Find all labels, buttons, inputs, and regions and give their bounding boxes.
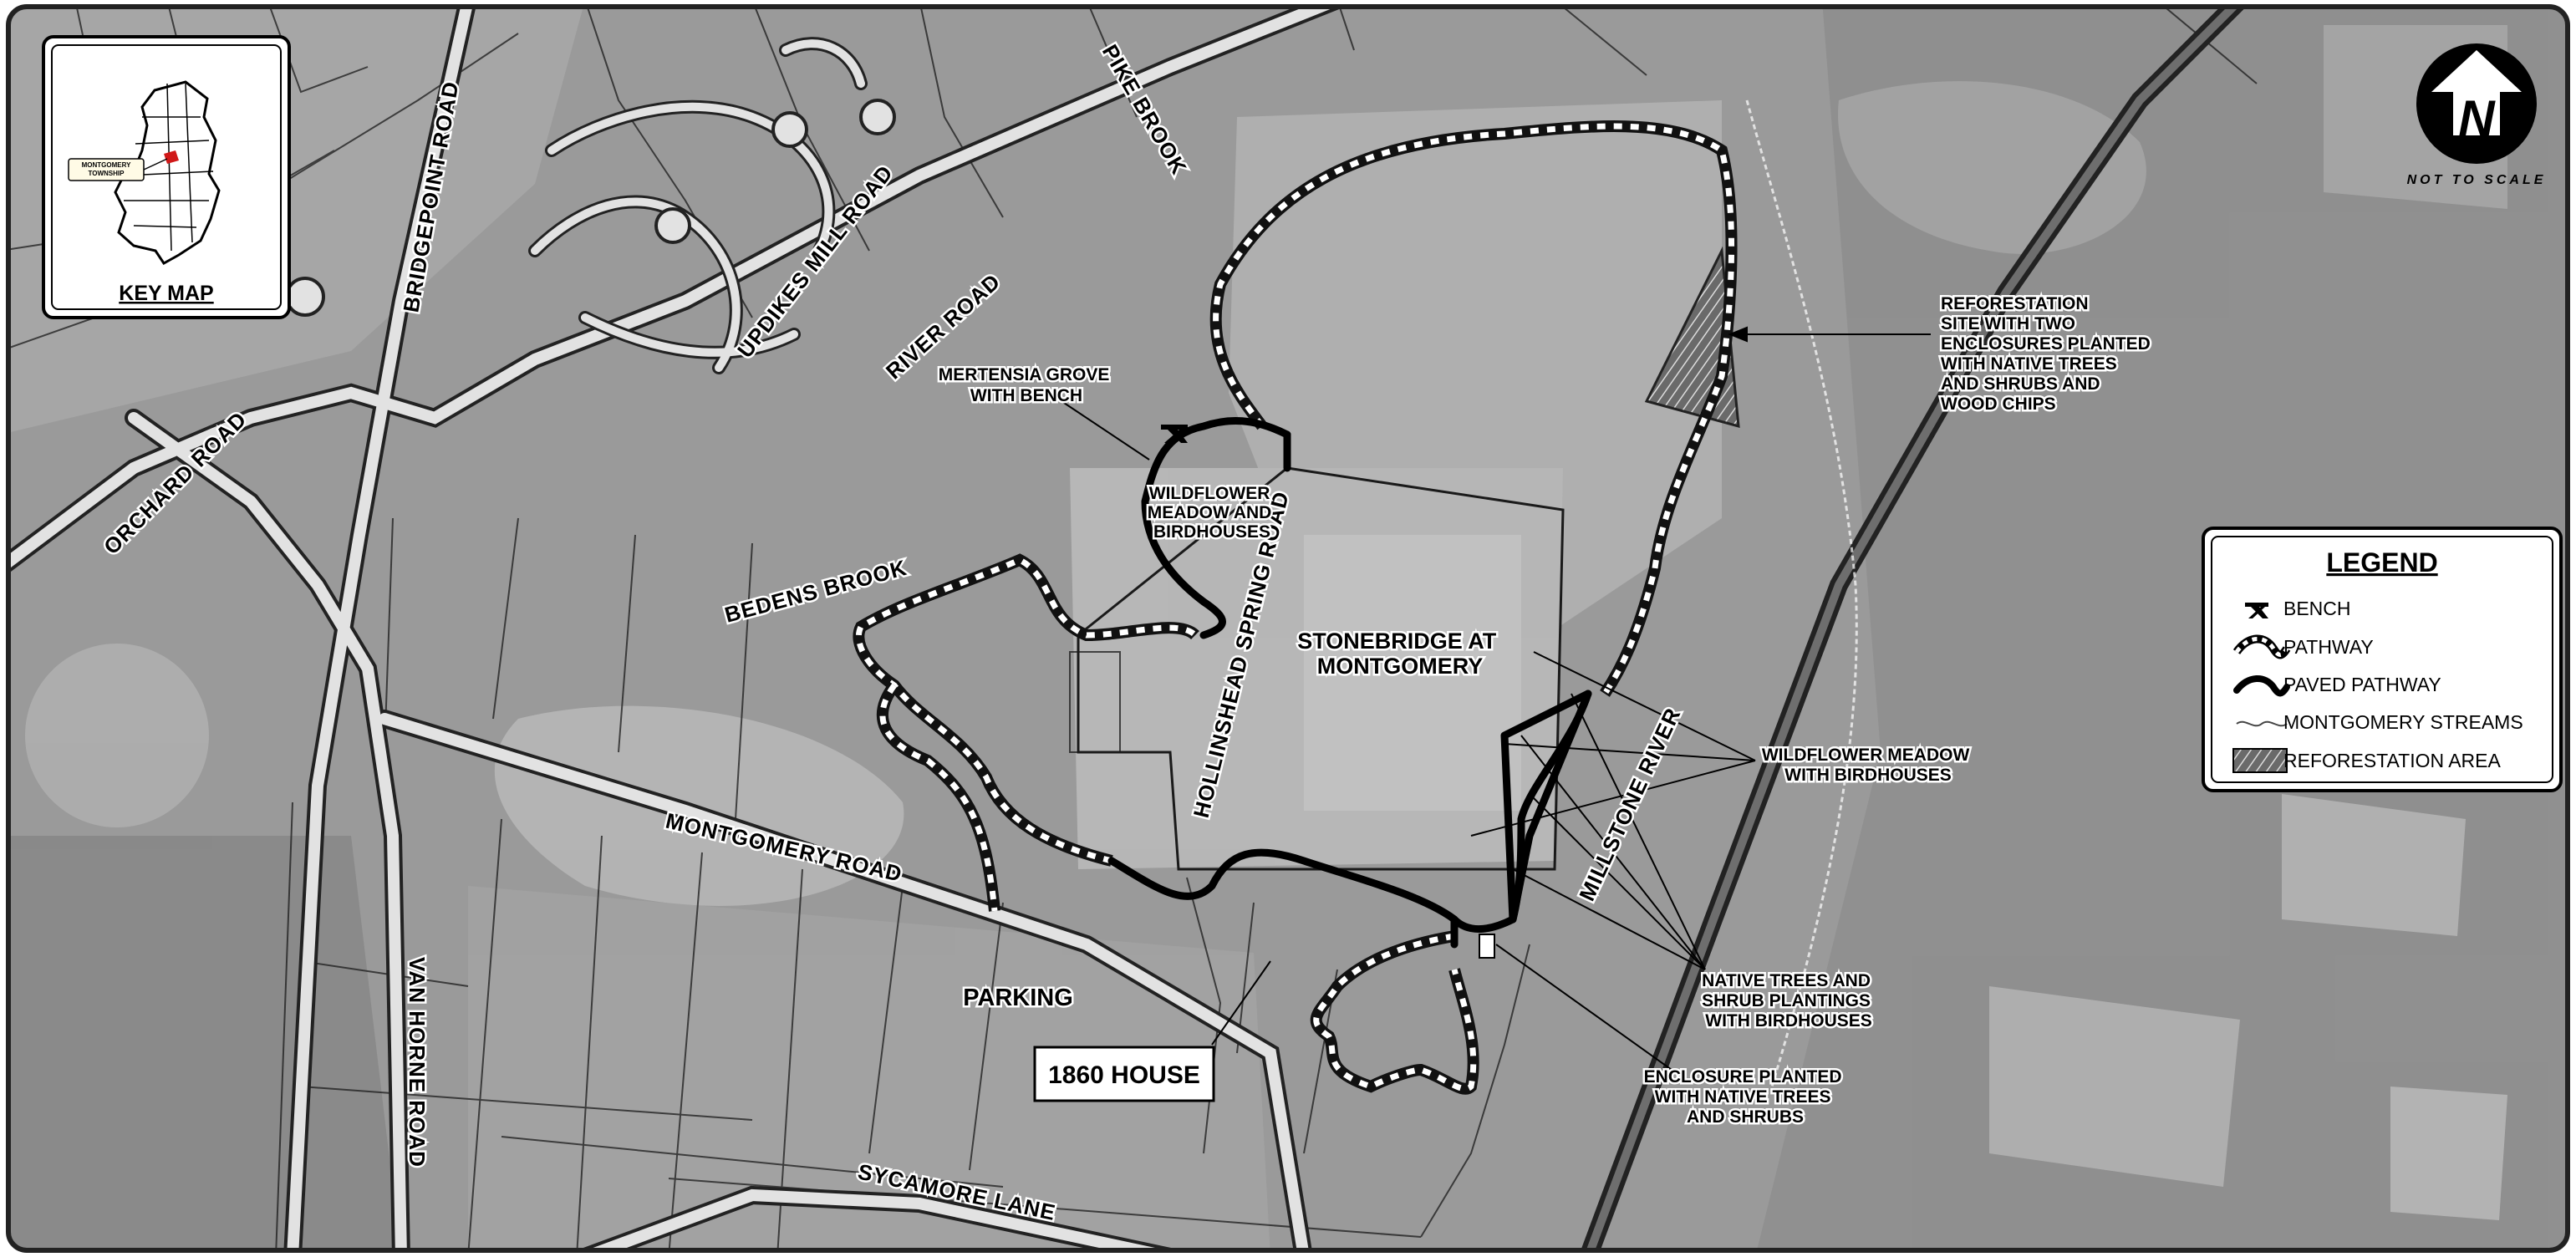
bench-icon <box>2245 603 2268 618</box>
annotation-mertensia: MERTENSIA GROVE WITH BENCH <box>939 365 1114 405</box>
svg-text:1860 HOUSE: 1860 HOUSE <box>1048 1061 1200 1089</box>
bench-marker <box>1161 425 1188 443</box>
label-van-horne-road: VAN HORNE ROAD <box>405 957 430 1168</box>
annotation-native-trees: NATIVE TREES AND SHRUB PLANTINGS WITH BI… <box>1702 971 1876 1031</box>
house-marker <box>1479 934 1495 959</box>
house-1860-label: 1860 HOUSE <box>1033 1046 1215 1102</box>
legend-item-label: REFORESTATION AREA <box>2283 750 2502 771</box>
map-frame <box>6 4 2570 1253</box>
legend-item-label: PATHWAY <box>2283 636 2374 658</box>
stonebridge-complex <box>1077 466 1565 871</box>
building <box>1304 535 1521 811</box>
annotation-stonebridge: STONEBRIDGE AT MONTGOMERY <box>1297 628 1503 679</box>
not-to-scale-note: NOT TO SCALE <box>2407 173 2547 187</box>
annotation-reforestation: REFORESTATION SITE WITH TWO ENCLOSURES P… <box>1941 294 2156 414</box>
unpaved-pathway <box>853 120 1738 1095</box>
stream-icon <box>2236 720 2288 727</box>
key-map-title: KEY MAP <box>119 282 213 305</box>
annotation-wildflower-meadow-2: WILDFLOWER MEADOW WITH BIRDHOUSES <box>1762 746 1974 785</box>
roads <box>8 7 2249 1250</box>
north-arrow-letter: N <box>2458 90 2496 146</box>
legend: LEGEND BENCH PATHWAY PAVED PATHWAY MONTG… <box>2202 527 2563 792</box>
annotation-wildflower-meadow-1: WILDFLOWER MEADOW AND BIRDHOUSES <box>1148 484 1276 542</box>
annotation-parking: PARKING <box>963 985 1073 1011</box>
pathway-icon <box>2232 634 2291 659</box>
north-arrow: N NOT TO SCALE <box>2407 43 2547 187</box>
key-map: MONTGOMERY TOWNSHIP KEY MAP <box>42 35 291 319</box>
reforestation-icon <box>2232 748 2288 773</box>
paved-pathway <box>1107 417 1592 949</box>
legend-item-label: BENCH <box>2283 598 2351 619</box>
legend-item-label: MONTGOMERY STREAMS <box>2283 711 2523 733</box>
stream <box>1745 99 1858 1087</box>
legend-item-label: PAVED PATHWAY <box>2283 674 2441 695</box>
paved-pathway-icon <box>2233 675 2290 697</box>
key-map-township-label: MONTGOMERY TOWNSHIP <box>81 161 131 177</box>
leader-lines <box>1061 326 1931 1071</box>
annotations: MERTENSIA GROVE WITH BENCH WILDFLOWER ME… <box>936 293 2156 1129</box>
legend-title: LEGEND <box>2326 547 2437 578</box>
annotation-enclosure: ENCLOSURE PLANTED WITH NATIVE TREES AND … <box>1644 1067 1847 1127</box>
